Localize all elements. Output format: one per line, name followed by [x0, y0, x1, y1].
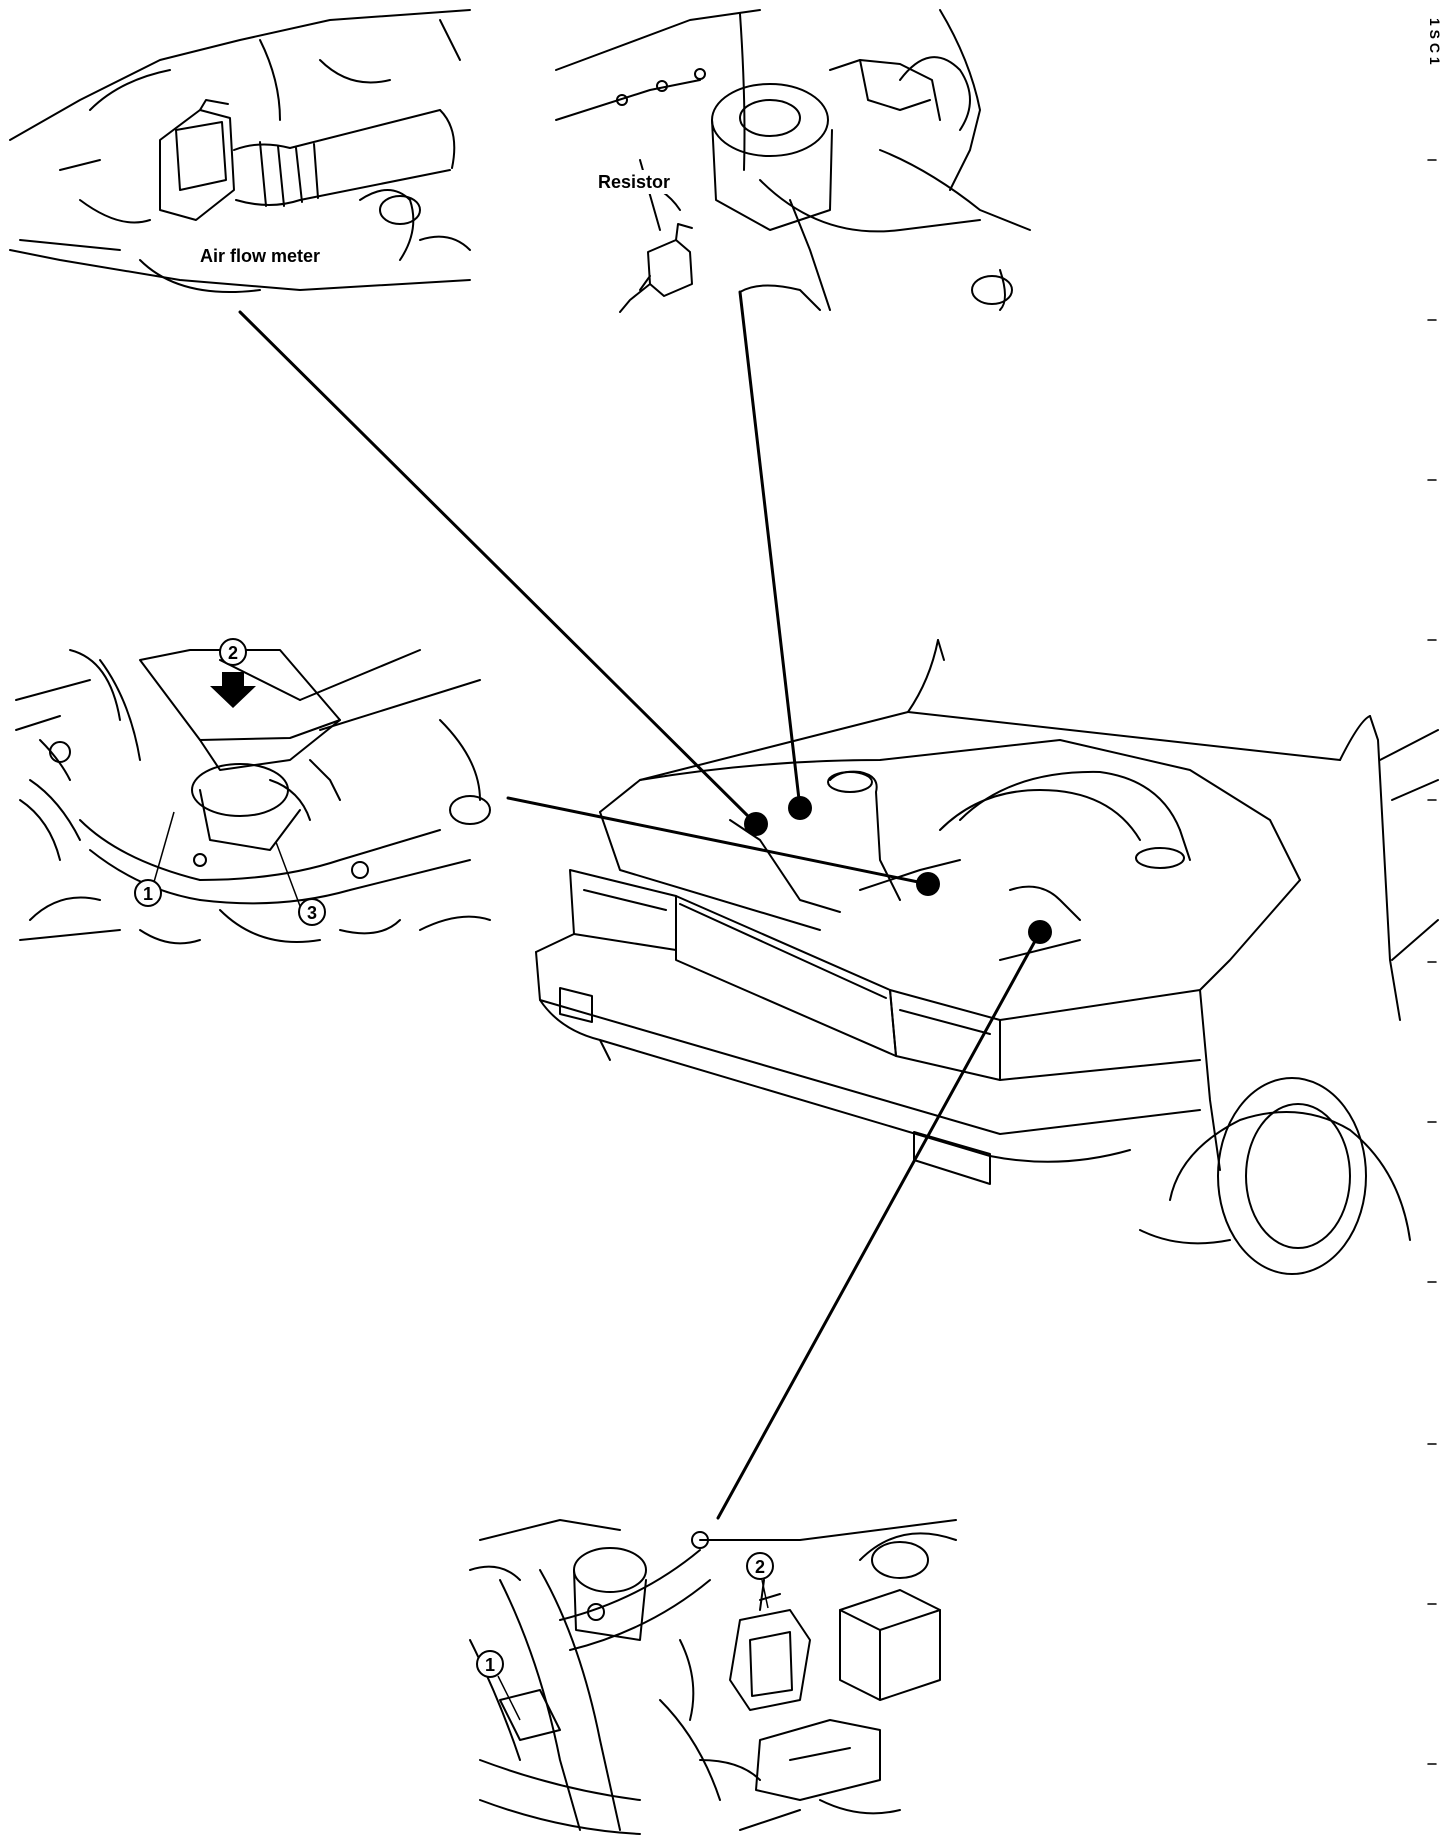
car-front-illustration	[535, 639, 1439, 1275]
margin-glyphs: 1 S C 1	[1427, 18, 1440, 65]
resistor-label-group: Resistor	[594, 170, 680, 194]
svg-text:3: 3	[307, 903, 317, 923]
throttle-callout-1: 1	[134, 811, 175, 907]
svg-text:2: 2	[228, 643, 238, 663]
inset-resistor	[555, 9, 1031, 313]
air-flow-meter-label-group: Air flow meter	[196, 244, 352, 268]
inset-bottom-engine-area	[469, 1519, 957, 1835]
marker-resistor	[788, 796, 812, 820]
inset-throttle-area	[15, 649, 491, 945]
svg-text:2: 2	[755, 1557, 765, 1577]
leader-resistor	[738, 290, 802, 810]
svg-text:1: 1	[143, 884, 153, 904]
leader-lines	[238, 290, 1042, 1520]
bottom-callout-1: 1	[476, 1650, 521, 1721]
down-arrow-icon	[210, 672, 256, 708]
air-flow-meter-label: Air flow meter	[200, 246, 320, 266]
marker-throttle	[916, 872, 940, 896]
inset-air-flow-meter	[9, 9, 471, 293]
throttle-callout-2: 2	[219, 638, 247, 666]
margin-tick-marks	[1427, 159, 1437, 1765]
marker-bottom	[1028, 920, 1052, 944]
bottom-callout-2: 2	[746, 1552, 774, 1609]
leader-throttle	[506, 796, 930, 886]
resistor-label: Resistor	[598, 172, 670, 192]
leader-bottom	[716, 930, 1042, 1520]
marker-air-flow-meter	[744, 812, 768, 836]
throttle-callout-3: 3	[275, 841, 326, 926]
leader-air-flow-meter	[238, 310, 758, 826]
location-markers	[744, 796, 1052, 944]
svg-text:1: 1	[485, 1655, 495, 1675]
